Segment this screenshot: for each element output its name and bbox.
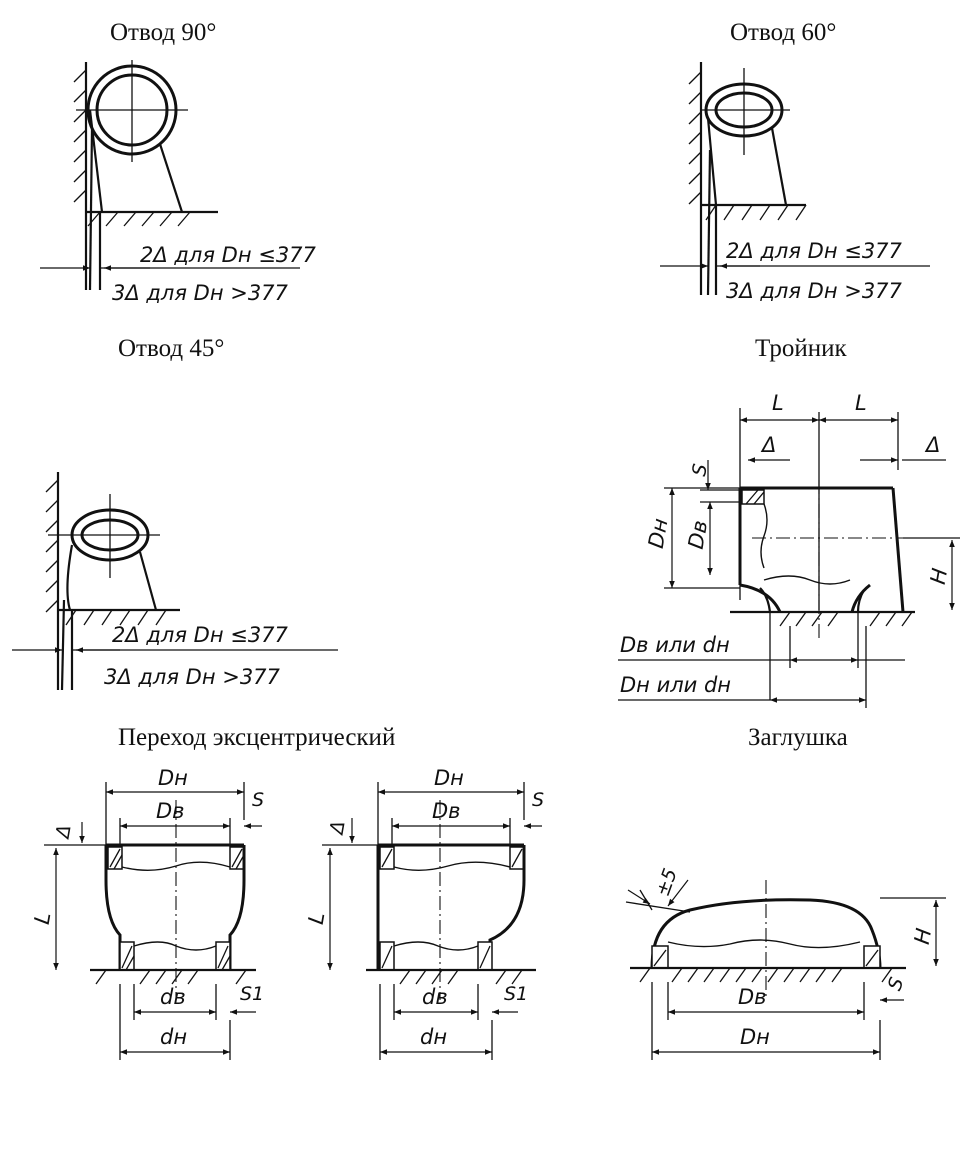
reducer-left-drawing: Dн Dв S Δ L [30,766,264,1060]
end-cap-Db-label: Dв [738,985,767,1009]
end-cap-H-label: H [910,926,936,946]
elbow-90-gap-3-label: 3Δ для Dн >377 [112,281,289,305]
tee-Db-or-dn-label: Dв или dн [620,633,730,657]
end-cap-Dn-label: Dн [740,1025,770,1049]
caption-elbow-60: Отвод 60° [730,19,836,46]
elbow-45-drawing: 2Δ для Dн ≤377 3Δ для Dн >377 [12,472,338,691]
tee-Dn-or-dn-label: Dн или dн [620,673,731,697]
end-cap-drawing: ±5 H Dв S Dн [625,866,946,1060]
tee-L-left-label: L [772,391,784,415]
reducer-right-drawing: Dн Dв S Δ L [304,766,544,1060]
caption-elbow-90: Отвод 90° [110,19,216,46]
reducer-right-L-label: L [304,910,330,926]
reducer-right-S-label: S [532,789,544,811]
elbow-45-gap-3-label: 3Δ для Dн >377 [104,665,281,689]
elbow-90-drawing: 2Δ для Dн ≤377 3Δ для Dн >377 [40,60,317,305]
reducer-right-dn-label: dн [420,1025,447,1049]
tee-Dn-label: Dн [644,517,673,551]
elbow-60-drawing: 2Δ для Dн ≤377 3Δ для Dн >377 [660,62,930,303]
tee-Db-label: Dв [684,519,713,551]
caption-elbow-45: Отвод 45° [118,335,224,362]
reducer-left-S-label: S [252,789,264,811]
reducer-left-Dn-label: Dн [158,766,188,790]
reducer-left-Db-label: Dв [156,799,185,823]
reducer-right-Dn-label: Dн [434,766,464,790]
end-cap-S-label: S [884,975,909,994]
tee-delta-right-label: Δ [924,433,940,457]
tee-delta-left-label: Δ [760,433,776,457]
reducer-left-S1-label: S1 [240,983,264,1005]
elbow-60-gap-2-label: 2Δ для Dн ≤377 [726,239,903,263]
reducer-right-Db-label: Dв [432,799,461,823]
reducer-left-dn-label: dн [160,1025,187,1049]
tee-L-right-label: L [855,391,867,415]
elbow-45-gap-2-label: 2Δ для Dн ≤377 [112,623,289,647]
tee-H-label: H [926,566,952,586]
caption-tee: Тройник [755,335,847,362]
reducer-left-L-label: L [30,910,56,926]
reducer-left-delta-label: Δ [51,823,75,842]
reducer-right-db-label: dв [422,985,448,1009]
elbow-90-gap-2-label: 2Δ для Dн ≤377 [140,243,317,267]
caption-end-cap: Заглушка [748,724,848,751]
reducer-left-db-label: dв [160,985,186,1009]
elbow-60-gap-3-label: 3Δ для Dн >377 [726,279,903,303]
reducer-right-delta-label: Δ [325,819,349,838]
reducer-right-S1-label: S1 [504,983,528,1005]
caption-eccentric-reducer: Переход эксцентрический [118,724,395,751]
tee-S-label: S [688,462,712,478]
tee-drawing: L L Δ Δ S Dн Dв [618,391,960,708]
